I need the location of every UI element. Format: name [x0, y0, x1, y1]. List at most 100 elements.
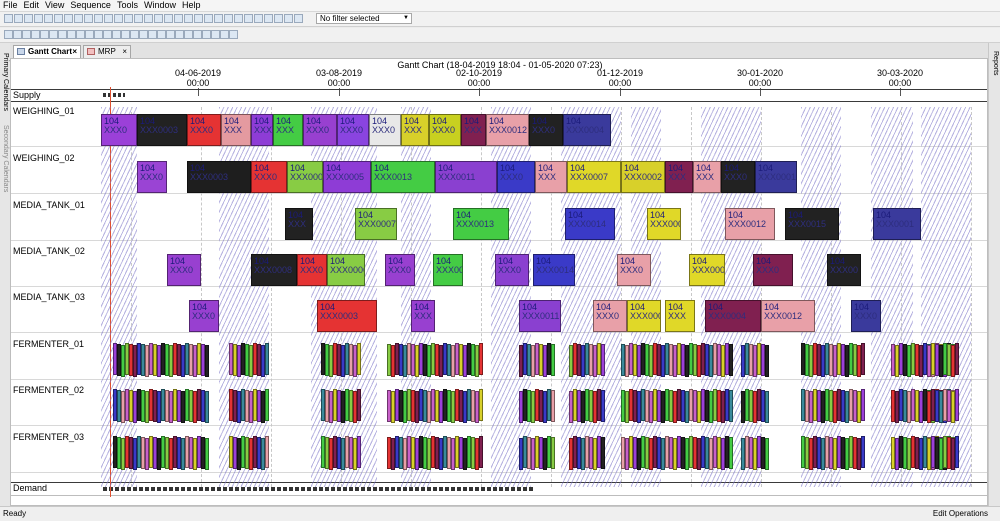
fermentation-block[interactable]: [849, 436, 853, 468]
fermentation-block[interactable]: [939, 391, 943, 423]
fermentation-block[interactable]: [585, 343, 589, 375]
fermentation-block[interactable]: [749, 390, 753, 422]
fermentation-block[interactable]: [229, 389, 233, 421]
fermentation-block[interactable]: [753, 438, 757, 470]
fermentation-block[interactable]: [395, 436, 399, 468]
fermentation-block[interactable]: [915, 390, 919, 422]
fermentation-block[interactable]: [681, 437, 685, 469]
fermentation-block[interactable]: [543, 391, 547, 423]
fermentation-block[interactable]: [717, 390, 721, 422]
fermentation-block[interactable]: [801, 436, 805, 468]
fermentation-block[interactable]: [721, 438, 725, 470]
tab-gantt-chart[interactable]: Gantt Chart ×: [13, 45, 81, 58]
fermentation-block[interactable]: [447, 437, 451, 469]
fermentation-block[interactable]: [133, 391, 137, 423]
fermentation-block[interactable]: [245, 390, 249, 422]
fermentation-block[interactable]: [201, 390, 205, 422]
toolbar-button[interactable]: [76, 30, 85, 39]
fermentation-block[interactable]: [253, 436, 257, 468]
toolbar-button[interactable]: [24, 14, 33, 23]
toolbar-button[interactable]: [224, 14, 233, 23]
fermentation-block[interactable]: [431, 389, 435, 421]
fermentation-block[interactable]: [705, 437, 709, 469]
toolbar-button[interactable]: [174, 14, 183, 23]
fermentation-block[interactable]: [673, 391, 677, 423]
fermentation-block[interactable]: [185, 389, 189, 421]
toolbar-button[interactable]: [148, 30, 157, 39]
fermentation-block[interactable]: [709, 438, 713, 470]
fermentation-block[interactable]: [333, 389, 337, 421]
fermentation-block[interactable]: [845, 391, 849, 423]
fermentation-block[interactable]: [345, 436, 349, 468]
fermentation-block[interactable]: [253, 389, 257, 421]
toolbar-button[interactable]: [54, 14, 63, 23]
fermentation-block[interactable]: [241, 436, 245, 468]
fermentation-block[interactable]: [745, 343, 749, 375]
fermentation-block[interactable]: [467, 343, 471, 375]
fermentation-block[interactable]: [321, 343, 325, 375]
fermentation-block[interactable]: [149, 436, 153, 468]
toolbar-button[interactable]: [4, 30, 13, 39]
fermentation-block[interactable]: [201, 344, 205, 376]
fermentation-block[interactable]: [161, 343, 165, 375]
fermentation-block[interactable]: [435, 390, 439, 422]
fermentation-block[interactable]: [145, 438, 149, 470]
fermentation-block[interactable]: [621, 344, 625, 376]
toolbar-button[interactable]: [294, 14, 303, 23]
fermentation-block[interactable]: [809, 345, 813, 377]
fermentation-block[interactable]: [911, 343, 915, 375]
fermentation-block[interactable]: [539, 437, 543, 469]
fermentation-block[interactable]: [459, 437, 463, 469]
fermentation-block[interactable]: [669, 344, 673, 376]
fermentation-block[interactable]: [411, 437, 415, 469]
fermentation-block[interactable]: [713, 436, 717, 468]
toolbar-button[interactable]: [31, 30, 40, 39]
fermentation-block[interactable]: [141, 437, 145, 469]
fermentation-block[interactable]: [201, 437, 205, 469]
fermentation-block[interactable]: [245, 437, 249, 469]
fermentation-block[interactable]: [451, 345, 455, 377]
fermentation-block[interactable]: [325, 344, 329, 376]
fermentation-block[interactable]: [467, 389, 471, 421]
fermentation-block[interactable]: [951, 438, 955, 470]
fermentation-block[interactable]: [841, 344, 845, 376]
fermentation-block[interactable]: [713, 389, 717, 421]
fermentation-block[interactable]: [813, 343, 817, 375]
fermentation-block[interactable]: [685, 438, 689, 470]
toolbar-button[interactable]: [166, 30, 175, 39]
fermentation-block[interactable]: [701, 436, 705, 468]
fermentation-block[interactable]: [857, 345, 861, 377]
fermentation-block[interactable]: [693, 437, 697, 469]
menu-item[interactable]: Tools: [116, 0, 138, 10]
toolbar-button[interactable]: [13, 30, 22, 39]
fermentation-block[interactable]: [193, 438, 197, 470]
secondary-calendars-tab[interactable]: Secondary Calendars: [2, 125, 9, 193]
toolbar-button[interactable]: [264, 14, 273, 23]
fermentation-block[interactable]: [661, 391, 665, 423]
fermentation-block[interactable]: [709, 345, 713, 377]
fermentation-block[interactable]: [427, 438, 431, 470]
fermentation-block[interactable]: [197, 343, 201, 375]
fermentation-block[interactable]: [415, 438, 419, 470]
fermentation-block[interactable]: [387, 344, 391, 376]
fermentation-block[interactable]: [935, 344, 939, 376]
fermentation-block[interactable]: [861, 436, 865, 468]
fermentation-block[interactable]: [653, 343, 657, 375]
fermentation-block[interactable]: [407, 343, 411, 375]
fermentation-block[interactable]: [947, 437, 951, 469]
fermentation-block[interactable]: [621, 390, 625, 422]
fermentation-block[interactable]: [463, 438, 467, 470]
